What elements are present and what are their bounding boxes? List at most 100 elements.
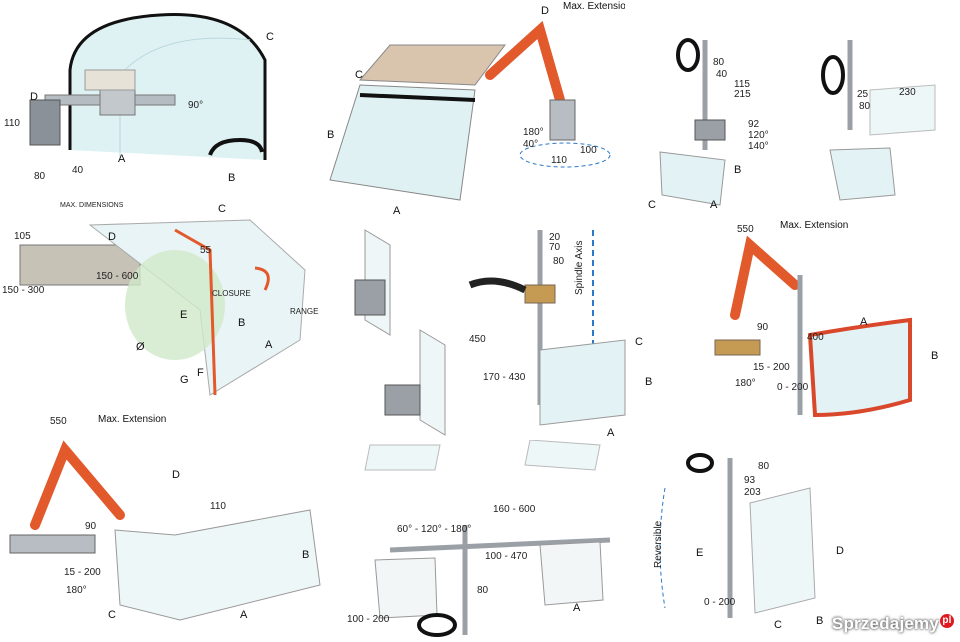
dim-label: 40: [716, 69, 728, 80]
arm-wide-shield-illustration: [9, 440, 321, 621]
arch-shield-illustration: [29, 13, 267, 160]
dim-label: 180°: [523, 127, 544, 138]
dim-label: 110: [210, 501, 226, 512]
dim-label: A: [393, 205, 401, 217]
dim-label: B: [327, 129, 335, 141]
dim-label: A: [240, 609, 248, 621]
enclosure-illustration: [19, 219, 306, 396]
dim-label: C: [635, 336, 643, 348]
watermark-text: Sprzedajemy: [831, 614, 939, 633]
cable-shield-a-illustration: [659, 38, 726, 206]
dim-label: A: [573, 602, 581, 614]
dim-label: E: [180, 309, 188, 321]
dim-label: D: [172, 469, 180, 481]
dim-label: 90: [85, 521, 97, 532]
dim-label: C: [648, 199, 656, 211]
dim-label: 0 - 200: [704, 597, 736, 608]
panel-enclosure: MAX. DIMENSIONS 105 150 - 600 150 - 300 …: [0, 190, 335, 415]
dim-label: 92: [748, 119, 760, 130]
dim-label: 93: [744, 475, 756, 486]
dim-label: D: [836, 545, 844, 557]
max-extension-caption: Max. Extension: [563, 1, 625, 12]
dim-label: 15 - 200: [753, 362, 790, 373]
range-caption: RANGE: [290, 307, 319, 316]
panel-arm-frame-shield: Max. Extension 550 400 90 15 - 200 0 - 2…: [685, 215, 955, 445]
arm-frame-shield-illustration: [714, 235, 912, 418]
dim-label: E: [696, 547, 704, 559]
dim-label: C: [266, 31, 274, 43]
dim-label: 550: [50, 416, 67, 427]
dim-label: 120°: [748, 130, 769, 141]
dim-label: 115: [734, 79, 750, 90]
dim-label: B: [931, 350, 939, 362]
dim-label: 80: [758, 461, 770, 472]
dim-label: 180°: [66, 585, 87, 596]
dim-label: B: [816, 615, 824, 627]
max-dimensions-caption: MAX. DIMENSIONS: [60, 202, 124, 209]
dim-label: 100 - 200: [347, 614, 390, 625]
panel-arm-wide-shield: Max. Extension 550 90 110 15 - 200 180° …: [0, 410, 340, 642]
spindle-axis-caption: Spindle Axis: [574, 240, 585, 295]
dim-label: 215: [734, 89, 751, 100]
dim-label: D: [30, 91, 38, 103]
dim-label: 40°: [523, 139, 539, 150]
dim-label: 180°: [735, 378, 756, 389]
panel-dual-shield: 60° - 120° - 180° 160 - 600 100 - 470 80…: [345, 440, 630, 642]
dim-label: A: [607, 427, 615, 439]
dim-label: 110: [4, 118, 20, 129]
dim-label: 140°: [748, 141, 769, 152]
dim-label: C: [108, 609, 116, 621]
dim-label: B: [734, 164, 742, 176]
dim-label: 80: [859, 101, 871, 112]
dim-label: 90°: [188, 100, 204, 111]
dim-label: 550: [737, 224, 754, 235]
dim-label: 0 - 200: [777, 382, 809, 393]
dim-label: D: [541, 5, 549, 17]
max-extension-caption: Max. Extension: [98, 414, 167, 425]
dim-label: G: [180, 374, 189, 386]
dim-label: 80: [34, 171, 46, 182]
panel-reversible-shield: Reversible 80 93 203 0 - 200 D E C B: [640, 448, 960, 642]
dim-label: 80: [477, 585, 489, 596]
dim-label: 90: [757, 322, 769, 333]
dim-label: 80: [713, 57, 725, 68]
dim-label: B: [645, 376, 653, 388]
dim-label: 40: [72, 165, 84, 176]
dim-label: A: [265, 339, 273, 351]
dim-label: 100 - 470: [485, 551, 528, 562]
reversible-caption: Reversible: [653, 520, 664, 568]
dim-label: F: [197, 367, 204, 379]
dim-label: C: [218, 203, 226, 215]
dual-shield-illustration: [364, 440, 611, 637]
dim-label: 170 - 430: [483, 372, 526, 383]
dim-label: 55: [200, 245, 212, 256]
dim-label: 110: [551, 155, 567, 166]
panel-arch-shield: 110 80 40 90° A B C D: [0, 0, 300, 195]
panel-cable-shield-a: 115 215 80 40 92 120° 140° A B C: [630, 0, 780, 220]
dim-label: 105: [14, 231, 31, 242]
dim-label: 60° - 120° - 180°: [397, 524, 472, 535]
dim-label: C: [774, 619, 782, 631]
panel-clamps: [340, 225, 460, 440]
arm-square-shield-illustration: [329, 20, 611, 201]
dim-label: 25: [857, 89, 869, 100]
dim-label: 70: [549, 242, 561, 253]
dim-label: D: [108, 231, 116, 243]
dim-label: 80: [553, 256, 565, 267]
spindle-shield-illustration: [468, 230, 626, 426]
panel-cable-shield-b: 230 25 80: [795, 0, 955, 220]
watermark-tld-badge: pl: [940, 614, 954, 628]
dim-label: 20: [549, 232, 561, 243]
reversible-shield-illustration: [659, 453, 816, 618]
dim-label: 160 - 600: [493, 504, 536, 515]
clamps-illustration: [354, 229, 446, 436]
dim-label: Ø: [136, 341, 145, 353]
dim-label: 400: [807, 332, 824, 343]
dim-label: A: [118, 153, 126, 165]
panel-spindle-shield: Spindle Axis 20 70 80 450 170 - 430 A B …: [465, 225, 665, 440]
dim-label: 100: [580, 145, 597, 156]
dim-label: 150 - 600: [96, 271, 139, 282]
dim-label: B: [228, 172, 236, 184]
dim-label: B: [238, 317, 246, 329]
